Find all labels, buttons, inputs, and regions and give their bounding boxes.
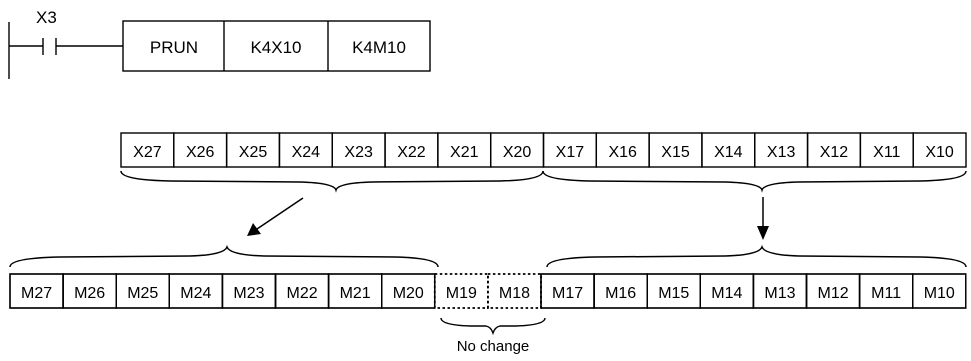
m-register-label: M25 [127, 285, 158, 302]
x-register-cell: X20 [489, 132, 545, 168]
x-register-row: X27 X26 X25 X24 X23 X22 X21 X20 X17 X16 X15 X14 X13 X… [120, 132, 967, 168]
m-register-cell: M21 [327, 273, 383, 309]
instruction-mnemonic: PRUN [150, 38, 198, 57]
m-register-cell: M16 [593, 273, 648, 309]
m-register-label: M20 [393, 285, 424, 302]
x-register-cell: X21 [437, 132, 492, 168]
x-register-label: X26 [186, 144, 215, 161]
no-change-note: No change [457, 338, 530, 355]
x-register-cell: X17 [542, 132, 598, 168]
m-register-label: M14 [711, 285, 742, 302]
m-register-label: M10 [924, 285, 955, 302]
m-register-label: M23 [233, 285, 264, 302]
x-register-cell: X13 [754, 132, 809, 168]
x-register-cell: X11 [859, 132, 914, 168]
m-register-cell: M11 [858, 273, 914, 309]
brace-m-low-byte [546, 244, 967, 268]
m-register-label: M22 [286, 285, 317, 302]
x-register-label: X21 [450, 144, 479, 161]
x-register-cell: X24 [278, 132, 333, 168]
brace-x-low-byte [542, 170, 967, 193]
ladder-rung: X3 PRUN K4X10 K4M10 [8, 8, 431, 79]
m-register-label: M15 [658, 285, 689, 302]
instruction-destination: K4M10 [352, 38, 406, 57]
x-register-cell: X22 [384, 132, 439, 168]
m-register-cell: M25 [115, 273, 170, 309]
x-register-cell: X23 [331, 132, 386, 168]
m-register-label: M27 [21, 285, 52, 302]
x-register-label: X12 [820, 144, 849, 161]
x-register-label: X10 [925, 144, 954, 161]
x-register-cell: X14 [701, 132, 756, 168]
x-register-label: X14 [714, 144, 743, 161]
m-register-cell: M17 [540, 273, 595, 309]
instruction-source: K4X10 [250, 38, 301, 57]
brace-m-high-byte [9, 244, 439, 268]
m-register-cell: M26 [62, 273, 117, 309]
m-register-border [912, 273, 967, 309]
instruction-box [122, 20, 431, 72]
m-register-label: M18 [499, 285, 530, 302]
m-register-row: M27 M26 M25 M24 M23 M22 M21 M20 M19 M18 M17 M16 M15 M… [9, 273, 967, 309]
x-register-cell: X27 [120, 132, 175, 168]
m-register-cell: M10 [912, 273, 967, 309]
brace-no-change [440, 317, 546, 336]
m-register-cell: M13 [752, 273, 808, 309]
x-register-label: X23 [344, 144, 373, 161]
x-register-cell: X15 [648, 132, 703, 168]
x-register-cell: X25 [225, 132, 281, 168]
x-register-cell: X12 [806, 132, 862, 168]
x-register-cell: X16 [595, 132, 650, 168]
m-register-cell: M27 [9, 273, 64, 309]
x-register-label: X15 [661, 144, 690, 161]
m-register-cell-unchanged: M19 [433, 273, 489, 309]
x-register-label: X20 [503, 144, 532, 161]
m-register-label: M21 [340, 285, 371, 302]
m-register-cell: M24 [168, 273, 224, 309]
x-register-label: X25 [239, 144, 268, 161]
m-register-border [381, 273, 436, 309]
arrow-high-byte [247, 197, 304, 236]
x-register-label: X24 [292, 144, 321, 161]
m-register-cell: M22 [274, 273, 330, 309]
m-register-cell-unchanged: M18 [486, 273, 542, 309]
m-register-cell: M14 [699, 273, 755, 309]
x-register-label: X17 [556, 144, 585, 161]
m-register-label: M11 [871, 285, 901, 302]
arrow-low-byte [757, 197, 769, 240]
x-register-cell: X26 [173, 132, 228, 168]
contact-label: X3 [36, 8, 57, 27]
m-register-label: M12 [817, 285, 848, 302]
x-register-label: X16 [608, 144, 637, 161]
m-register-cell: M23 [221, 273, 277, 309]
brace-x-high-byte [120, 170, 544, 193]
m-register-cell: M15 [646, 273, 702, 309]
x-register-label: X13 [767, 144, 796, 161]
m-register-cell: M20 [381, 273, 436, 309]
m-register-label: M26 [74, 285, 105, 302]
x-register-cell: X10 [912, 132, 967, 168]
x-register-label: X11 [873, 144, 900, 161]
m-register-label: M17 [552, 285, 583, 302]
x-register-label: X22 [397, 144, 426, 161]
m-register-label: M16 [605, 285, 636, 302]
m-register-label: M13 [764, 285, 795, 302]
m-register-label: M19 [446, 285, 477, 302]
m-register-cell: M12 [805, 273, 861, 309]
m-register-label: M24 [180, 285, 211, 302]
x-register-label: X27 [133, 144, 162, 161]
